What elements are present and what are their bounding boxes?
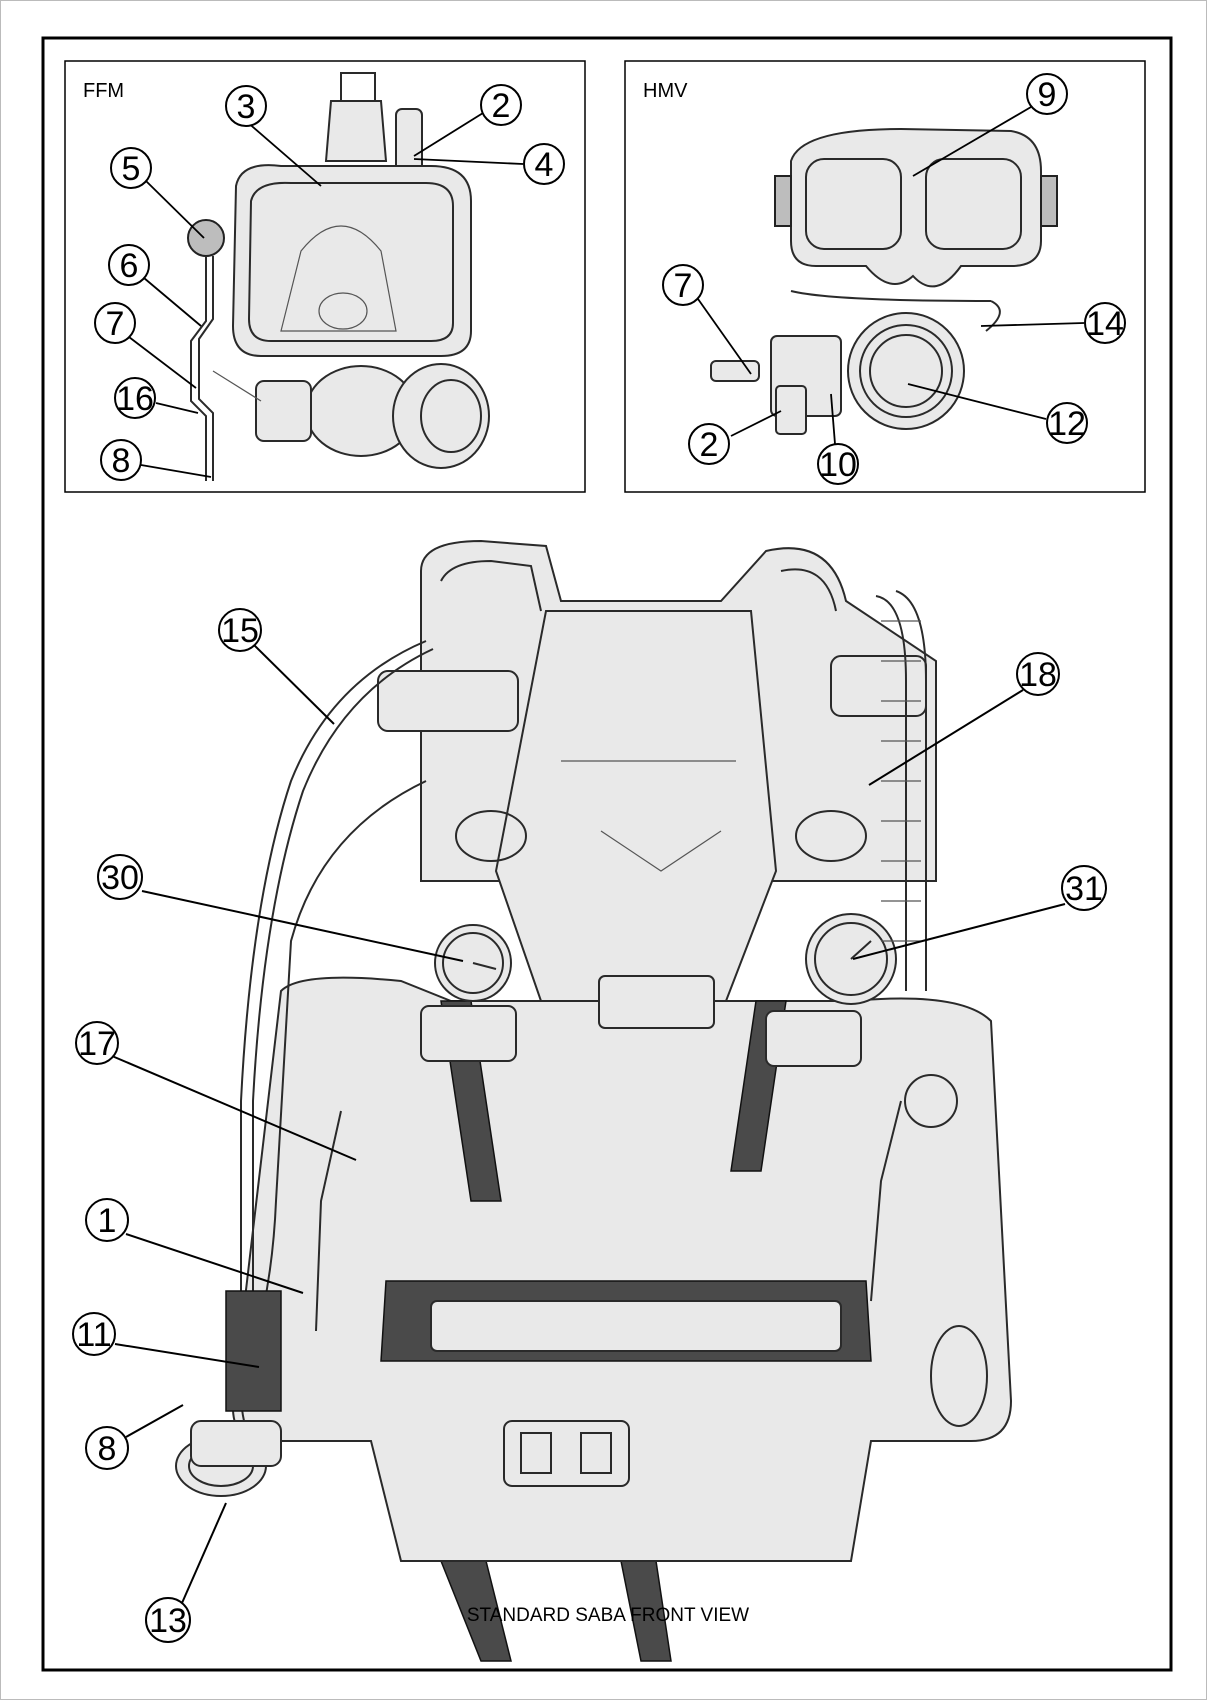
callout-label-18: 18 (1019, 656, 1057, 694)
callout-label-16: 16 (116, 380, 154, 418)
callout-circle-13 (145, 1597, 191, 1643)
callout-label-15: 15 (221, 612, 259, 650)
leader-2-hmv (730, 410, 782, 437)
callout-circle-7-hmv (662, 264, 704, 306)
leader-9 (912, 106, 1032, 177)
hmv-panel-border (624, 60, 1146, 493)
callout-label-10: 10 (819, 446, 857, 484)
callout-circle-1 (85, 1198, 129, 1242)
leader-8-saba (125, 1404, 184, 1438)
callout-circle-2-ffm (480, 84, 522, 126)
callout-circle-8-ffm (100, 439, 142, 481)
leader-13 (181, 1502, 227, 1604)
half-mask-valve-illustration (710, 127, 1058, 435)
callout-circle-17 (75, 1021, 119, 1065)
callout-label-7-ffm: 7 (106, 305, 125, 343)
leader-31 (852, 903, 1066, 960)
callout-label-13: 13 (149, 1602, 187, 1640)
callout-label-11: 11 (76, 1316, 111, 1354)
ffm-panel-border (64, 60, 586, 493)
leader-6 (143, 277, 202, 327)
ffm-callouts: 3 2 5 4 6 7 16 8 (94, 84, 565, 481)
callout-circle-30 (97, 854, 143, 900)
ffm-panel: FFM 3 2 (64, 60, 586, 493)
leader-7-hmv (697, 298, 752, 375)
callout-label-9: 9 (1038, 76, 1057, 114)
callout-circle-6 (108, 244, 150, 286)
leader-5 (145, 180, 205, 239)
callout-circle-12 (1046, 402, 1088, 444)
outer-border (41, 36, 1173, 1672)
hmv-callouts: 9 7 14 12 2 10 (662, 73, 1126, 485)
leader-7-ffm (128, 336, 197, 389)
callout-label-2-ffm: 2 (492, 87, 511, 125)
callout-label-12: 12 (1048, 405, 1086, 443)
callout-circle-7-ffm (94, 302, 136, 344)
leader-8-ffm (140, 464, 212, 478)
leader-3 (245, 120, 322, 187)
callout-label-8-saba: 8 (98, 1430, 117, 1468)
callout-circle-31 (1061, 865, 1107, 911)
leader-12 (907, 383, 1047, 420)
leader-16 (155, 402, 199, 414)
callout-circle-8-saba (85, 1426, 129, 1470)
leader-10 (830, 393, 836, 445)
callout-circle-10 (817, 443, 859, 485)
leader-14 (980, 322, 1085, 327)
hmv-panel: HMV 9 7 14 (624, 60, 1146, 493)
leader-30 (141, 890, 464, 962)
callout-circle-2-hmv (688, 423, 730, 465)
callout-label-7-hmv: 7 (674, 267, 693, 305)
callout-circle-14 (1084, 302, 1126, 344)
leader-11 (114, 1343, 260, 1368)
callout-label-5: 5 (122, 150, 141, 188)
leader-17 (111, 1055, 357, 1161)
saba-illustration (175, 539, 1013, 1662)
leader-4 (413, 158, 524, 165)
callout-label-8-ffm: 8 (112, 442, 131, 480)
callout-label-31: 31 (1065, 870, 1103, 908)
leader-1 (125, 1233, 304, 1294)
full-face-mask-illustration (187, 72, 490, 481)
callout-label-6: 6 (120, 247, 139, 285)
callout-label-1: 1 (98, 1202, 117, 1240)
callout-label-30: 30 (101, 859, 139, 897)
leader-18 (868, 689, 1024, 786)
callout-label-2-hmv: 2 (700, 426, 719, 464)
leader-15 (253, 644, 335, 725)
callout-label-17: 17 (78, 1025, 116, 1063)
callout-label-3: 3 (237, 88, 256, 126)
callout-circle-9 (1026, 73, 1068, 115)
callout-label-14: 14 (1086, 305, 1124, 343)
ffm-panel-label: FFM (83, 80, 124, 102)
leader-2-ffm (413, 112, 484, 157)
figure-caption: STANDARD SABA FRONT VIEW (467, 1605, 749, 1626)
callout-circle-3 (225, 85, 267, 127)
callout-circle-16 (114, 377, 156, 419)
callout-circle-11 (72, 1312, 116, 1356)
callout-label-4: 4 (535, 146, 554, 184)
callout-circle-15 (218, 608, 262, 652)
hmv-panel-label: HMV (643, 80, 688, 102)
callout-circle-18 (1016, 652, 1060, 696)
saba-callouts: 15 18 30 31 17 1 11 8 13 (72, 608, 1107, 1643)
callout-circle-5 (110, 147, 152, 189)
callout-circle-4 (523, 143, 565, 185)
